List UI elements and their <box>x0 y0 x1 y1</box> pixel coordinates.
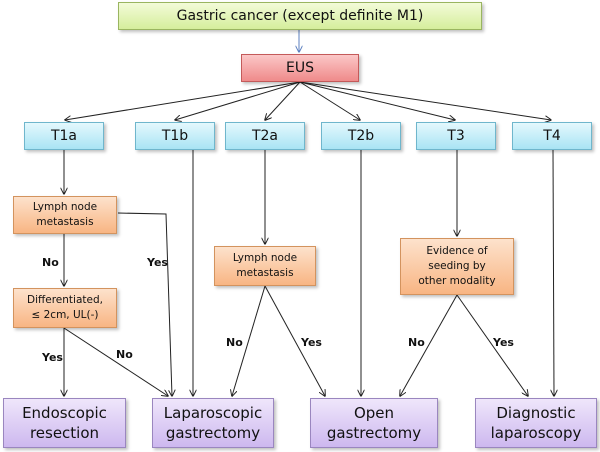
arrow-t2a-no <box>232 285 266 396</box>
node-t3-evidence-of-seeding: Evidence of seeding by other modality <box>400 238 514 295</box>
edge-label-yes: Yes <box>301 336 322 349</box>
node-stage-t2b: T2b <box>321 122 401 150</box>
arrow-eus-t4 <box>299 81 551 120</box>
node-stage-t1b: T1b <box>135 122 215 150</box>
edge-label-no: No <box>42 256 59 269</box>
node-t2a-lymph-node-metastasis: Lymph node metastasis <box>214 246 316 286</box>
arrow-eus-t3 <box>299 81 455 120</box>
arrow-t3-yes <box>456 294 528 396</box>
arrow-diff-no <box>63 327 168 396</box>
node-stage-t3: T3 <box>416 122 496 150</box>
edge-label-yes: Yes <box>493 336 514 349</box>
node-diagnostic-laparoscopy: Diagnostic laparoscopy <box>475 398 597 448</box>
node-open-gastrectomy: Open gastrectomy <box>310 398 438 448</box>
arrow-t1a-lymph-yes <box>117 212 172 396</box>
arrow-t4-diag <box>553 149 554 396</box>
node-t1a-lymph-node-metastasis: Lymph node metastasis <box>13 196 117 234</box>
edge-label-yes: Yes <box>147 256 168 269</box>
node-stage-t2a: T2a <box>225 122 305 150</box>
arrow-eus-t2a <box>265 81 301 120</box>
node-gastric-cancer: Gastric cancer (except definite M1) <box>118 2 482 30</box>
edge-label-no: No <box>408 336 425 349</box>
node-stage-t4: T4 <box>512 122 592 150</box>
arrow-t3-no <box>400 294 458 396</box>
arrow-t2a-yes <box>264 285 325 396</box>
edge-label-no: No <box>116 348 133 361</box>
node-stage-t1a: T1a <box>24 122 104 150</box>
arrow-eus-t2b <box>299 81 360 120</box>
arrow-eus-t1b <box>175 81 301 120</box>
edge-label-yes: Yes <box>42 351 63 364</box>
edge-label-no: No <box>226 336 243 349</box>
node-t1a-differentiated: Differentiated, ≤ 2cm, UL(-) <box>13 288 117 328</box>
node-laparoscopic-gastrectomy: Laparoscopic gastrectomy <box>152 398 274 448</box>
node-endoscopic-resection: Endoscopic resection <box>3 398 126 448</box>
arrow-eus-t1a <box>65 81 301 120</box>
node-eus: EUS <box>241 54 359 82</box>
